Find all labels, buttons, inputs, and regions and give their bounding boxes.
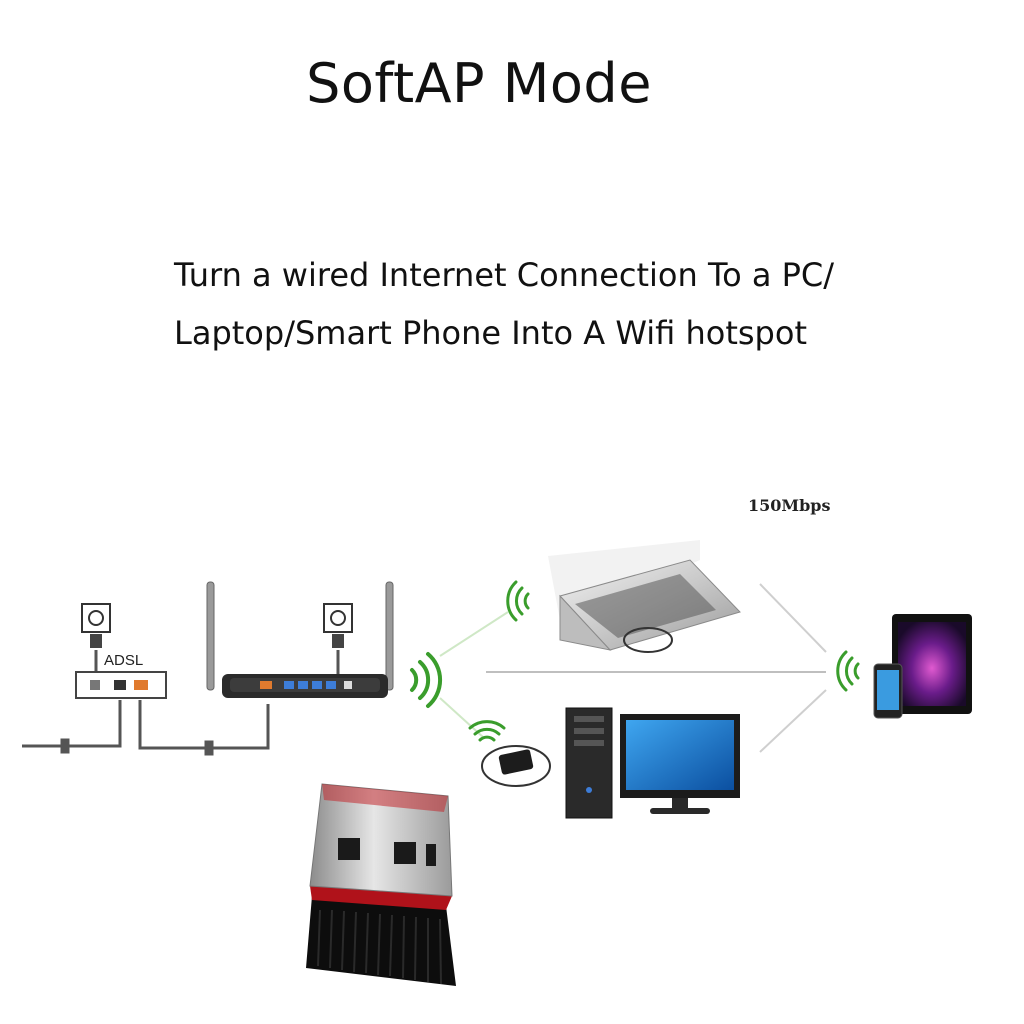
wifi-signal-icon bbox=[410, 652, 443, 708]
power-outlet-icon bbox=[81, 603, 111, 648]
usb-wifi-adapter-icon bbox=[306, 783, 456, 986]
router-icon bbox=[206, 581, 394, 698]
power-outlet-icon bbox=[323, 603, 353, 648]
wifi-signal-icon bbox=[506, 580, 530, 622]
description-line-2: Laptop/Smart Phone Into A Wifi hotspot bbox=[174, 314, 807, 352]
desktop-pc-icon bbox=[565, 707, 613, 819]
page-title: SoftAP Mode bbox=[306, 52, 652, 115]
connection-lines bbox=[439, 583, 827, 753]
tablet-icon bbox=[892, 614, 972, 714]
cables bbox=[22, 650, 340, 756]
description: Turn a wired Internet Connection To a PC… bbox=[174, 246, 934, 362]
adsl-label: ADSL bbox=[104, 652, 144, 669]
wifi-signal-icon bbox=[836, 650, 860, 692]
adsl-modem bbox=[75, 671, 167, 699]
usb-wifi-adapter-icon bbox=[481, 745, 551, 787]
smartphone-icon bbox=[873, 663, 903, 719]
description-line-1: Turn a wired Internet Connection To a PC… bbox=[174, 256, 835, 294]
wifi-signal-icon bbox=[468, 720, 506, 742]
monitor-icon bbox=[620, 714, 740, 814]
laptop-icon bbox=[548, 540, 741, 653]
speed-label: 150Mbps bbox=[748, 496, 831, 515]
